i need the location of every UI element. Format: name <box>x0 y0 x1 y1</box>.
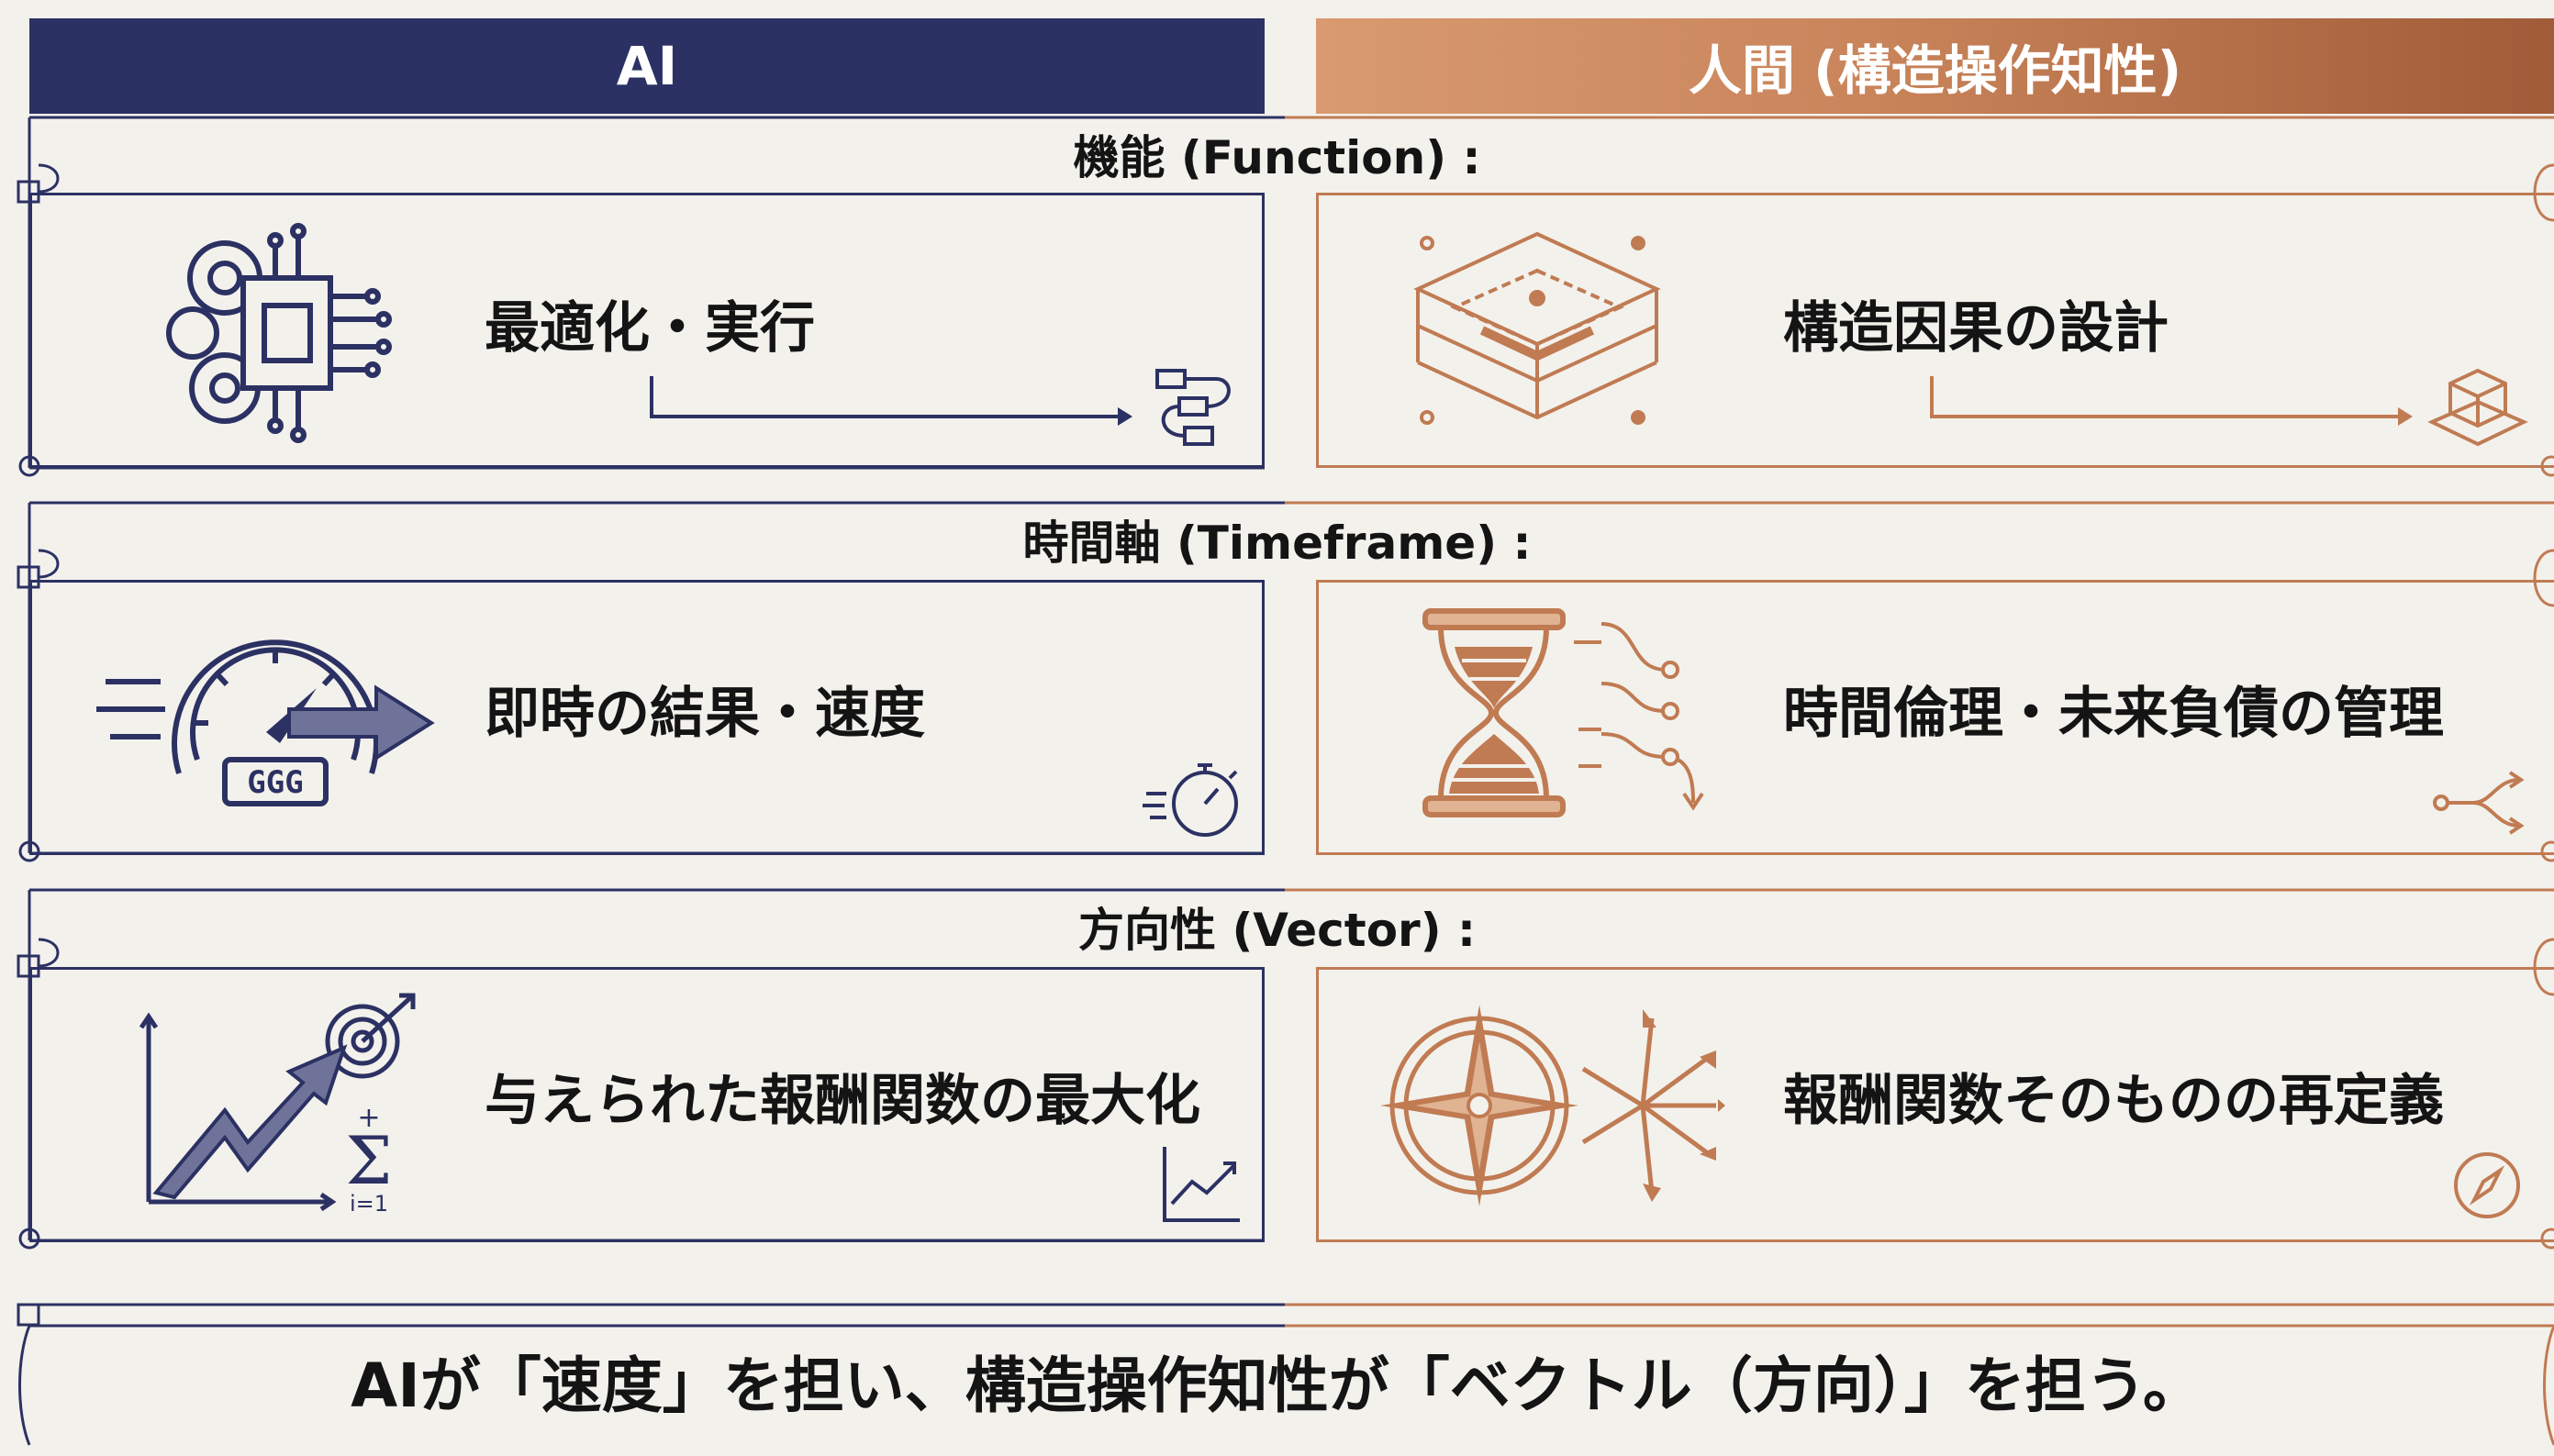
gauge-readout: GGG <box>247 764 303 801</box>
ai-function-arrow <box>650 376 1132 426</box>
svg-text:Σ: Σ <box>346 1122 393 1199</box>
row-title-timeframe: 時間軸 (Timeframe) : <box>1022 517 1532 570</box>
layered-structure-icon <box>1413 231 1661 425</box>
sum-index: i=1 <box>350 1191 388 1217</box>
human-timeframe-label: 時間倫理・未来負債の管理 <box>1783 682 2444 746</box>
panel-timeframe-ai <box>29 580 1265 855</box>
human-vector-label: 報酬関数そのものの再定義 <box>1783 1069 2444 1133</box>
row-title-function: 機能 (Function) : <box>1073 131 1481 184</box>
column-header-human: 人間 (構造操作知性) <box>1316 18 2554 114</box>
branch-icon <box>2433 771 2525 835</box>
panel-function-human <box>1316 193 2554 468</box>
line-chart-icon <box>1163 1147 1240 1222</box>
hourglass-icon <box>1422 608 1704 817</box>
gear-chip-icon <box>166 223 392 443</box>
human-function-arrow <box>1930 376 2413 426</box>
ai-function-label: 最適化・実行 <box>485 296 815 361</box>
cube-icon <box>2427 368 2528 447</box>
ai-timeframe-label: 即時の結果・速度 <box>485 682 925 746</box>
speedometer-icon: GGG <box>96 639 435 806</box>
panel-vector-human <box>1316 967 2554 1242</box>
summary-statement: AIが「速度」を担い、構造操作知性が「ベクトル（方向）」を担う。 <box>351 1350 2203 1421</box>
compass-icon <box>2454 1152 2520 1218</box>
human-function-label: 構造因果の設計 <box>1783 296 2169 361</box>
panel-function-ai <box>29 193 1265 468</box>
panel-vector-ai <box>29 967 1265 1242</box>
growth-target-icon: + Σ i=1 <box>139 993 416 1217</box>
compass-rose-icon <box>1380 1005 1725 1206</box>
panel-timeframe-human <box>1316 580 2554 855</box>
ai-vector-label: 与えられた報酬関数の最大化 <box>485 1069 1200 1133</box>
flowchart-icon <box>1155 369 1231 446</box>
stopwatch-icon <box>1143 763 1238 837</box>
svg-text:+: + <box>357 1102 380 1134</box>
column-header-ai: AI <box>29 18 1265 114</box>
row-title-vector: 方向性 (Vector) : <box>1078 904 1476 957</box>
